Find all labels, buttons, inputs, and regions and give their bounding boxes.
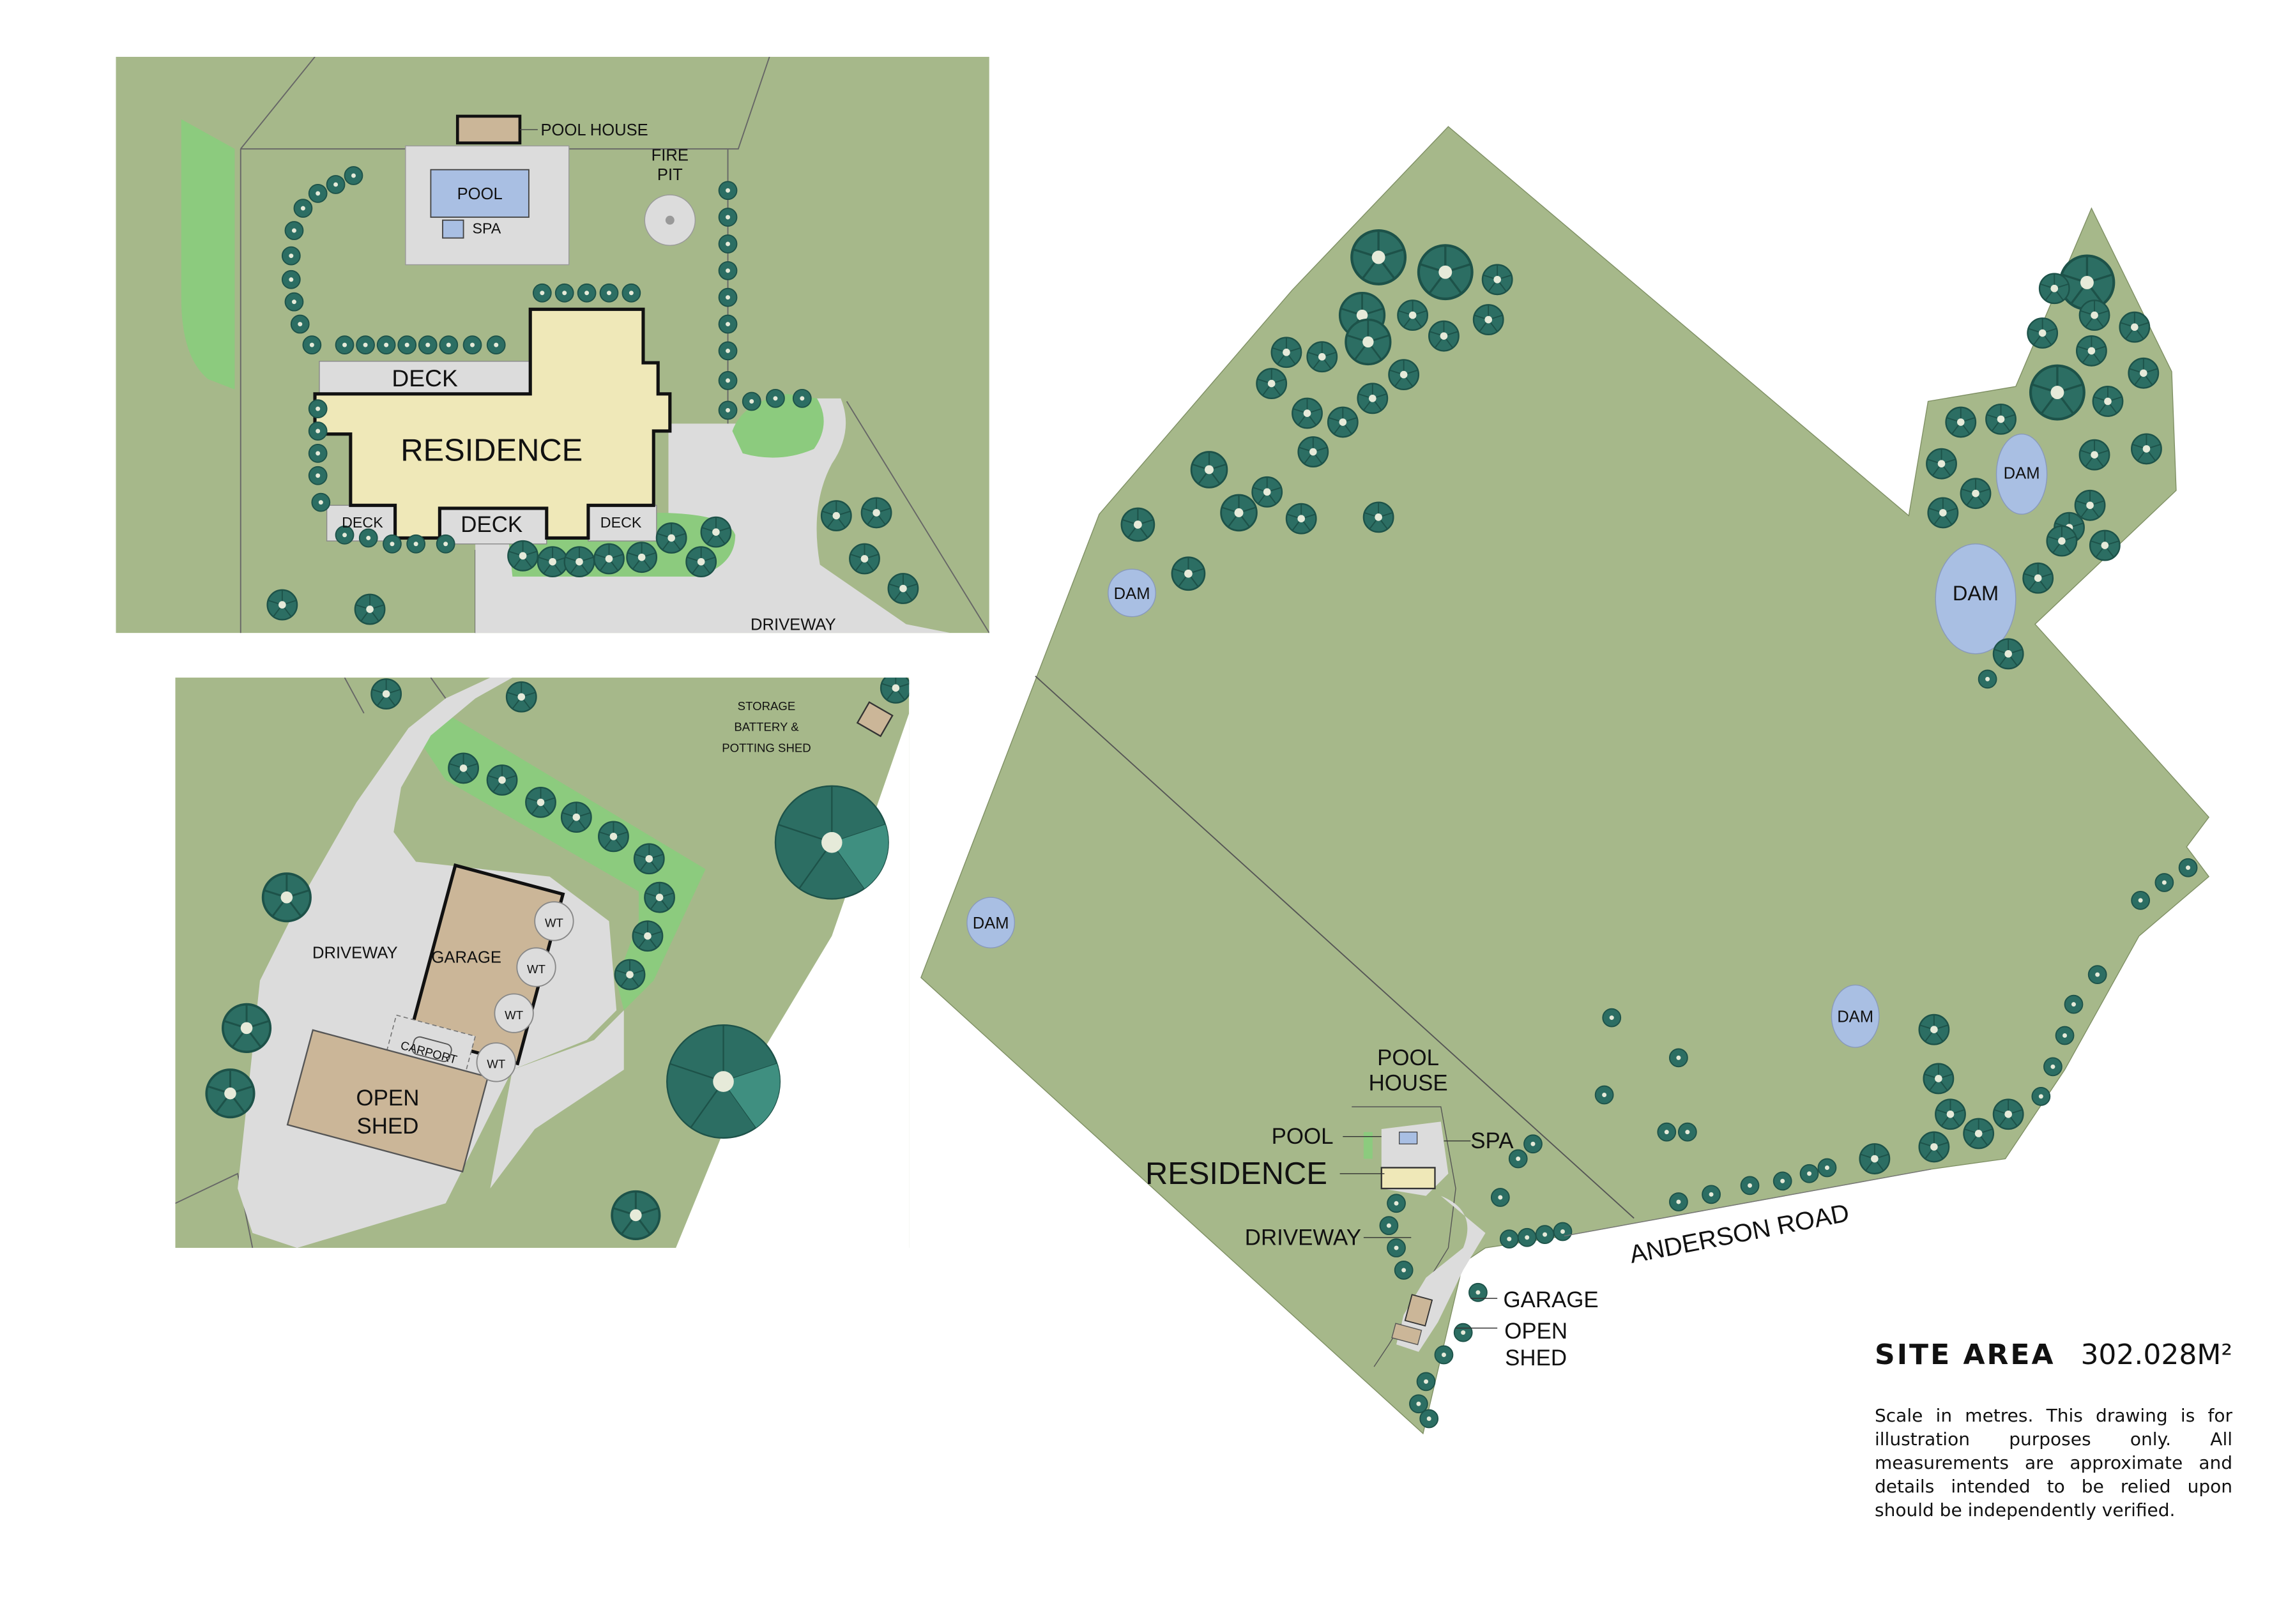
dam [1995,433,2048,515]
label-dam-2: DAM [973,914,1009,932]
site-area: SITE AREA 302.028M² [1875,1339,2232,1371]
spa [442,219,464,239]
label-driveway: DRIVEWAY [312,945,398,962]
inset-residence: POOL HOUSE POOL SPA FIRE PIT DECK RESIDE… [116,56,989,634]
label-deck-right: DECK [600,514,642,531]
label-spa: SPA [1470,1128,1514,1153]
water-tank [516,947,556,987]
dam [1108,568,1156,618]
site-area-title: SITE AREA [1875,1339,2055,1371]
label-deck-left: DECK [342,514,383,531]
label-wt-1: WT [545,916,563,930]
open-shed-building [286,1029,489,1173]
label-garage: GARAGE [1503,1287,1598,1312]
label-wt-4: WT [487,1058,505,1071]
label-pool-house-1: POOL [1377,1045,1439,1070]
deck-right [588,505,657,542]
label-fire-pit-1: FIRE [652,147,689,165]
water-tank [494,993,534,1033]
dam [1831,984,1880,1048]
water-tank [476,1042,516,1082]
disclaimer-text: Scale in metres. This drawing is for ill… [1875,1405,2232,1521]
label-open-shed-1: OPEN [1504,1319,1567,1344]
dam [966,897,1016,948]
label-open-shed-1: OPEN [356,1086,420,1111]
site-map: DAM DAM DAM DAM DAM POOL HOUSE POOL SPA … [920,126,2210,1435]
inset-garage: STORAGE BATTERY & POTTING SHED DRIVEWAY … [175,678,910,1248]
deck-top [319,360,531,395]
label-dam-5: DAM [2004,464,2040,482]
label-dam-1: DAM [1114,585,1150,603]
water-tank [534,901,574,941]
label-pool-house: POOL HOUSE [541,121,648,139]
label-pool: POOL [1272,1124,1334,1149]
label-wt-2: WT [527,962,545,976]
label-dam-4: DAM [1953,582,1999,605]
label-deck-mid: DECK [461,512,522,537]
label-fire-pit-2: PIT [657,166,683,184]
label-dam-3: DAM [1837,1008,1873,1026]
label-spa: SPA [473,220,501,237]
label-storage-1: STORAGE [738,699,796,713]
label-pool: POOL [457,185,503,203]
lawn [181,119,235,390]
residence-building [313,307,672,540]
label-driveway: DRIVEWAY [1245,1225,1361,1250]
label-open-shed-2: SHED [1505,1346,1567,1370]
label-residence: RESIDENCE [1145,1157,1327,1191]
label-pool-house-2: HOUSE [1369,1071,1448,1096]
label-storage-3: POTTING SHED [722,741,811,754]
label-wt-3: WT [505,1008,523,1022]
label-driveway: DRIVEWAY [751,616,836,634]
dam [1935,543,2017,655]
pool [430,169,530,218]
site-area-value: 302.028M² [2080,1339,2232,1371]
storage-shed [856,701,894,738]
label-open-shed-2: SHED [357,1114,419,1139]
label-deck-top: DECK [392,365,458,391]
label-storage-2: BATTERY & [734,720,799,734]
pool-house [455,114,522,145]
label-garage: GARAGE [432,949,501,967]
label-residence: RESIDENCE [400,434,583,468]
